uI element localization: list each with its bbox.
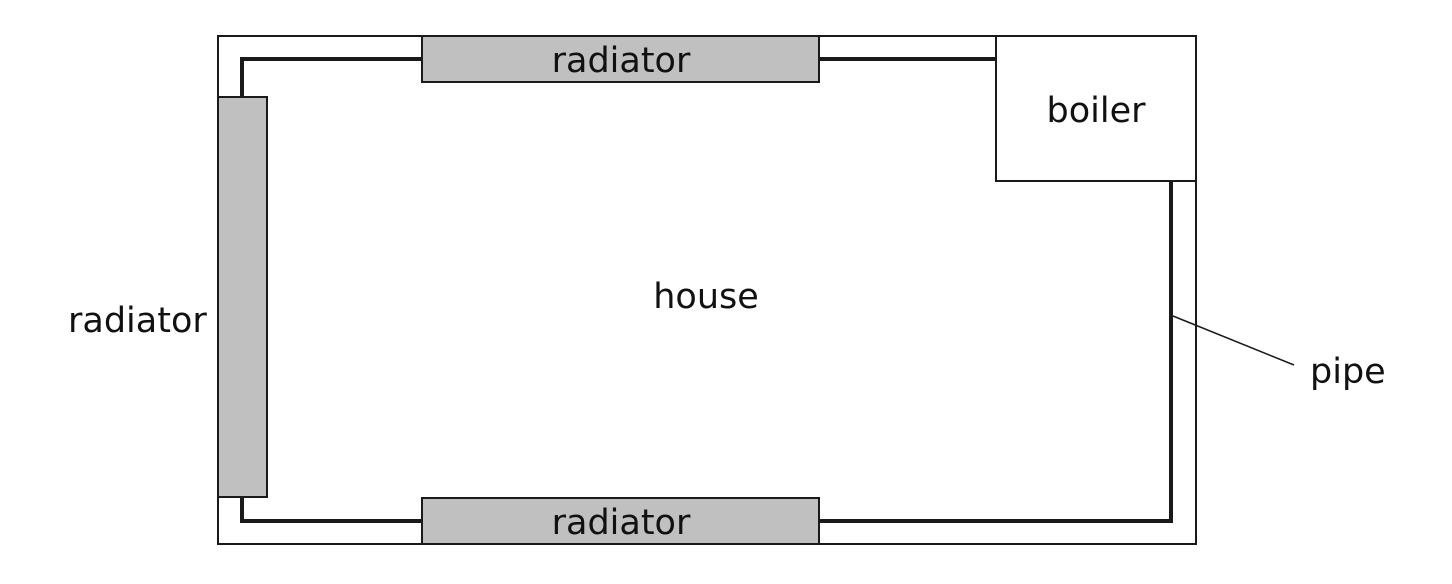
pipe-label: pipe <box>1310 352 1386 392</box>
radiator-top <box>421 35 820 83</box>
pipe-bottom-left <box>240 497 422 523</box>
radiator-bottom <box>421 497 820 545</box>
boiler-box <box>995 35 1197 182</box>
radiator-left-label: radiator <box>68 301 207 341</box>
pipe-top-left <box>240 57 422 97</box>
radiator-left <box>217 96 268 498</box>
radiator-bottom-label: radiator <box>552 503 691 543</box>
pipe-leader-line <box>1172 315 1295 366</box>
pipe-bottom-right <box>819 181 1173 523</box>
radiator-top-label: radiator <box>552 41 691 81</box>
house-label: house <box>653 277 759 317</box>
pipe-circuit <box>240 57 1173 523</box>
boiler-label: boiler <box>1046 91 1146 131</box>
